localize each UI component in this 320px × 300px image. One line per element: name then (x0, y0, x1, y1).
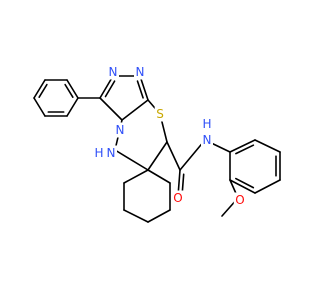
bond-ar-3-4 (254, 179, 281, 194)
bond-c7-c6 (147, 141, 168, 171)
bond-n4-c3 (99, 97, 123, 121)
bond-n1-c8a (139, 75, 149, 101)
atom-label-halo (107, 64, 119, 80)
bonds-layer (33, 75, 281, 223)
bond-ph-1-2 (66, 79, 79, 99)
bond-c3-n2-inner (104, 80, 116, 98)
bond-c8a-n4 (121, 99, 149, 121)
molecule-structure: N N N S N H N H O O (33, 64, 281, 223)
atom-label-halo (114, 122, 126, 138)
bond-ar-2-3-inner (235, 177, 255, 189)
atom-n-triazole-right: N (136, 65, 145, 79)
bond-c3-n2 (99, 75, 114, 99)
bond-n1-c8a-inner (136, 80, 144, 99)
bond-ar-6-1-inner (235, 144, 255, 155)
atom-h-hydrazine: H (94, 146, 103, 160)
bond-c6-n5 (114, 149, 149, 171)
bond-ph-1-2-inner (64, 83, 74, 99)
bond-ph-3-4 (33, 79, 46, 99)
bond-cy-3-4 (147, 209, 171, 223)
bond-c7-camide (166, 141, 181, 171)
bond-ar-2-3 (229, 179, 256, 194)
bond-camide-n (179, 139, 206, 171)
bond-cy-6-1 (123, 169, 149, 184)
atom-h-amide: H (202, 117, 211, 131)
bond-ph-6-1 (66, 97, 79, 117)
atom-label-halo (171, 190, 185, 206)
bond-ar-6-1 (229, 139, 256, 153)
atom-o-methoxy: O (235, 193, 244, 207)
bond-camide-o-inner (181, 173, 185, 194)
atom-label-halo (92, 145, 106, 161)
atom-label-halo (154, 106, 166, 122)
atom-label-halo (200, 116, 214, 132)
atom-label-halo (134, 64, 146, 80)
bond-cy-1-2 (147, 169, 171, 184)
atom-o-carbonyl: O (173, 191, 182, 205)
atom-labels-layer: N N N S N H N H O O (92, 64, 247, 208)
atom-s-thiadiazine: S (156, 107, 164, 121)
atom-label-halo (201, 132, 213, 148)
bond-ph-3-4-inner (38, 83, 48, 99)
atom-n-hydrazine: N (107, 146, 116, 160)
atom-label-halo (105, 145, 117, 161)
atom-n-triazole-bridge: N (116, 123, 125, 137)
bond-ph-4-5 (33, 97, 46, 117)
atom-label-halo (233, 192, 247, 208)
bond-cy-4-5 (123, 209, 149, 223)
bond-ar-5-6 (254, 139, 281, 153)
atom-n-triazole-top: N (109, 65, 118, 79)
atom-n-amide: N (203, 133, 212, 147)
